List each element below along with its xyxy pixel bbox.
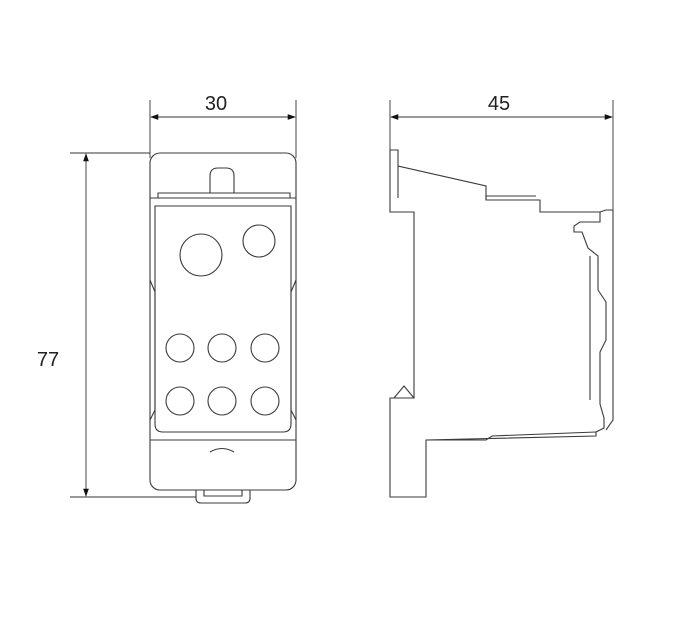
front-left-rail: [149, 279, 156, 421]
outlet-hole: [207, 386, 237, 416]
side-triangle-marker: [393, 385, 415, 399]
side-base-step: [426, 431, 597, 441]
outlet-hole: [250, 386, 280, 416]
width-dimension: 30: [149, 93, 297, 158]
front-housing: [149, 152, 297, 491]
outlet-hole: [165, 333, 195, 363]
depth-dimension: 45: [389, 93, 614, 212]
front-bottom-clip: [195, 490, 251, 504]
side-top-ridge: [485, 195, 536, 200]
height-label: 77: [37, 349, 59, 371]
side-din-clip: [599, 209, 614, 431]
front-bottom-clip-inner: [203, 490, 243, 497]
front-lower-notch: [209, 447, 235, 453]
height-dimension: 77: [37, 152, 196, 498]
side-view: [389, 149, 614, 498]
outlet-hole: [165, 386, 195, 416]
front-cover: [154, 205, 292, 433]
main-terminal-hole: [179, 233, 223, 277]
outlet-hole: [207, 333, 237, 363]
width-label: 30: [205, 93, 227, 115]
outlet-hole: [250, 333, 280, 363]
front-top-lip: [157, 192, 291, 198]
front-view: [149, 152, 297, 504]
screw-hole: [242, 224, 276, 258]
depth-label: 45: [488, 93, 510, 115]
front-top-tab: [209, 167, 235, 193]
front-right-rail: [290, 279, 297, 421]
side-profile-outline: [389, 149, 607, 498]
